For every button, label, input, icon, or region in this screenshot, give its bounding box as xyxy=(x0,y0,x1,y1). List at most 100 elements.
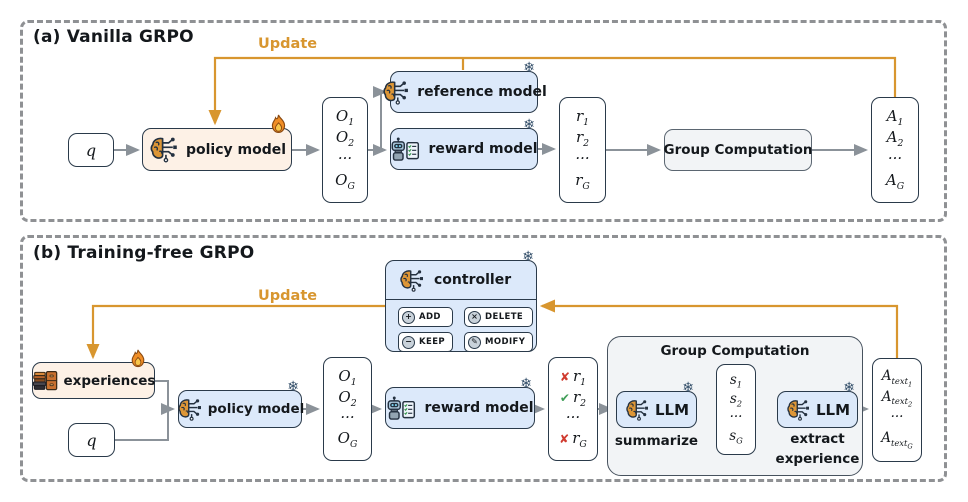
output-item: OG xyxy=(337,428,358,450)
update-arrow-to-experiences xyxy=(86,304,385,360)
advantage-text-item: AtextG xyxy=(881,429,913,451)
add-button: +ADD xyxy=(398,307,454,327)
reward-model-box-b: reward model ❄ xyxy=(385,377,535,429)
reference-model-box: reference model ❄ xyxy=(390,61,547,113)
snowflake-icon: ❄ xyxy=(682,380,694,396)
output-item: O2 xyxy=(338,387,357,409)
pencil-icon: ✎ xyxy=(468,335,482,349)
brain-circuit-icon xyxy=(148,136,179,163)
policy-model-label: policy model xyxy=(185,141,287,158)
panel-a-title: (a) Vanilla GRPO xyxy=(33,27,194,47)
snowflake-icon: ❄ xyxy=(522,249,534,265)
controller-label: controller xyxy=(434,272,512,288)
advantage-item: ··· xyxy=(887,149,903,168)
reward-model-label: reward model xyxy=(428,141,538,157)
advantages-text-box: Atext1 Atext2 ··· AtextG xyxy=(872,358,922,462)
query-box-a: q xyxy=(68,133,114,167)
output-item: O2 xyxy=(335,128,355,150)
policy-model-box-b: policy model ❄ xyxy=(176,380,305,428)
output-item: OG xyxy=(335,170,355,192)
experiences-box: experiences xyxy=(32,362,155,399)
update-arrow-a xyxy=(208,56,897,126)
experiences-label: experiences xyxy=(63,372,156,389)
query-label: q xyxy=(85,140,97,160)
policy-model-label: policy model xyxy=(207,401,305,417)
reward-item: rG xyxy=(575,170,590,192)
reward-model-label: reward model xyxy=(424,400,534,416)
delete-button: ×DELETE xyxy=(464,307,534,327)
controller-actions: +ADD ×DELETE −KEEP ✎MODIFY xyxy=(386,300,536,352)
rewards-box-b: ✘r1 ✔r2 ··· ✘rG xyxy=(548,357,598,461)
output-item: ··· xyxy=(337,149,353,168)
llm-extract-box: LLM ❄ xyxy=(777,381,858,428)
advantage-text-item: Atext1 xyxy=(881,368,913,389)
plus-icon: + xyxy=(402,310,415,324)
update-label-a: Update xyxy=(258,36,318,52)
output-item: O1 xyxy=(335,107,355,128)
brain-circuit-icon xyxy=(381,80,410,105)
robot-checklist-icon xyxy=(386,396,417,421)
reward-item: ··· xyxy=(565,408,581,427)
update-arrow-to-controller xyxy=(539,299,899,358)
snowflake-icon: ❄ xyxy=(523,117,535,133)
rewards-box-a: r1 r2 ··· rG xyxy=(559,97,606,203)
panel-a-arrows xyxy=(114,56,897,156)
advantage-item: A2 xyxy=(886,128,904,150)
panel-b-title: (b) Training-free GRPO xyxy=(33,243,255,263)
advantage-text-item: ··· xyxy=(890,409,904,426)
reward-item: ✘rG xyxy=(559,428,587,450)
group-computation-label: Group Computation xyxy=(660,343,810,359)
panel-training-free-grpo xyxy=(20,235,947,482)
brain-circuit-icon xyxy=(176,398,203,421)
summary-item: s2 xyxy=(729,390,743,409)
snowflake-icon: ❄ xyxy=(520,376,532,392)
reward-item: r2 xyxy=(575,128,590,150)
fire-icon xyxy=(270,114,287,135)
controller-box: controller +ADD ×DELETE −KEEP ✎MODIFY ❄ xyxy=(385,250,537,352)
modify-button: ✎MODIFY xyxy=(464,332,534,352)
llm-summarize-box: LLM ❄ xyxy=(616,381,697,428)
books-cabinet-icon xyxy=(32,369,59,393)
panel-vanilla-grpo xyxy=(20,20,947,222)
snowflake-icon: ❄ xyxy=(287,379,299,395)
reference-model-label: reference model xyxy=(417,84,547,100)
snowflake-icon: ❄ xyxy=(843,380,855,396)
summarize-caption: summarize xyxy=(614,433,699,449)
group-computation-label: Group Computation xyxy=(663,142,813,158)
reward-model-box-a: reward model ❄ xyxy=(390,118,538,170)
advantage-item: AG xyxy=(885,170,905,192)
brain-circuit-icon xyxy=(624,399,650,421)
advantage-text-item: Atext2 xyxy=(881,388,913,409)
outputs-box-b: O1 O2 ··· OG xyxy=(323,357,372,461)
query-box-b: q xyxy=(68,423,115,457)
robot-checklist-icon xyxy=(390,137,421,162)
cross-mark-icon: ✘ xyxy=(559,431,570,446)
brain-circuit-icon xyxy=(398,269,425,292)
keep-button: −KEEP xyxy=(398,332,454,352)
controller-header: controller xyxy=(386,261,536,300)
extract-experience-caption: extract experience xyxy=(775,431,860,467)
outputs-box-a: O1 O2 ··· OG xyxy=(322,97,368,203)
minus-icon: − xyxy=(402,335,415,349)
reward-item: ··· xyxy=(575,149,590,168)
check-mark-icon: ✔ xyxy=(559,390,570,405)
fire-icon xyxy=(130,349,146,369)
update-label-b: Update xyxy=(258,288,318,304)
output-item: ··· xyxy=(340,408,355,427)
cross-icon: × xyxy=(468,310,482,324)
output-item: O1 xyxy=(338,367,357,388)
policy-model-box-a: policy model xyxy=(142,128,292,171)
group-computation-box-a: Group Computation xyxy=(663,129,813,171)
summary-item: ··· xyxy=(729,409,743,426)
query-label: q xyxy=(86,430,97,450)
summary-item: s1 xyxy=(729,372,743,390)
advantages-box-a: A1 A2 ··· AG xyxy=(871,97,919,203)
llm-label: LLM xyxy=(815,400,851,419)
cross-mark-icon: ✘ xyxy=(559,370,570,384)
reward-item: ✔r2 xyxy=(559,387,587,409)
snowflake-icon: ❄ xyxy=(523,60,535,76)
summaries-box: s1 s2 ··· sG xyxy=(716,364,756,455)
reward-item: r1 xyxy=(575,107,590,128)
summary-item: sG xyxy=(729,427,743,446)
